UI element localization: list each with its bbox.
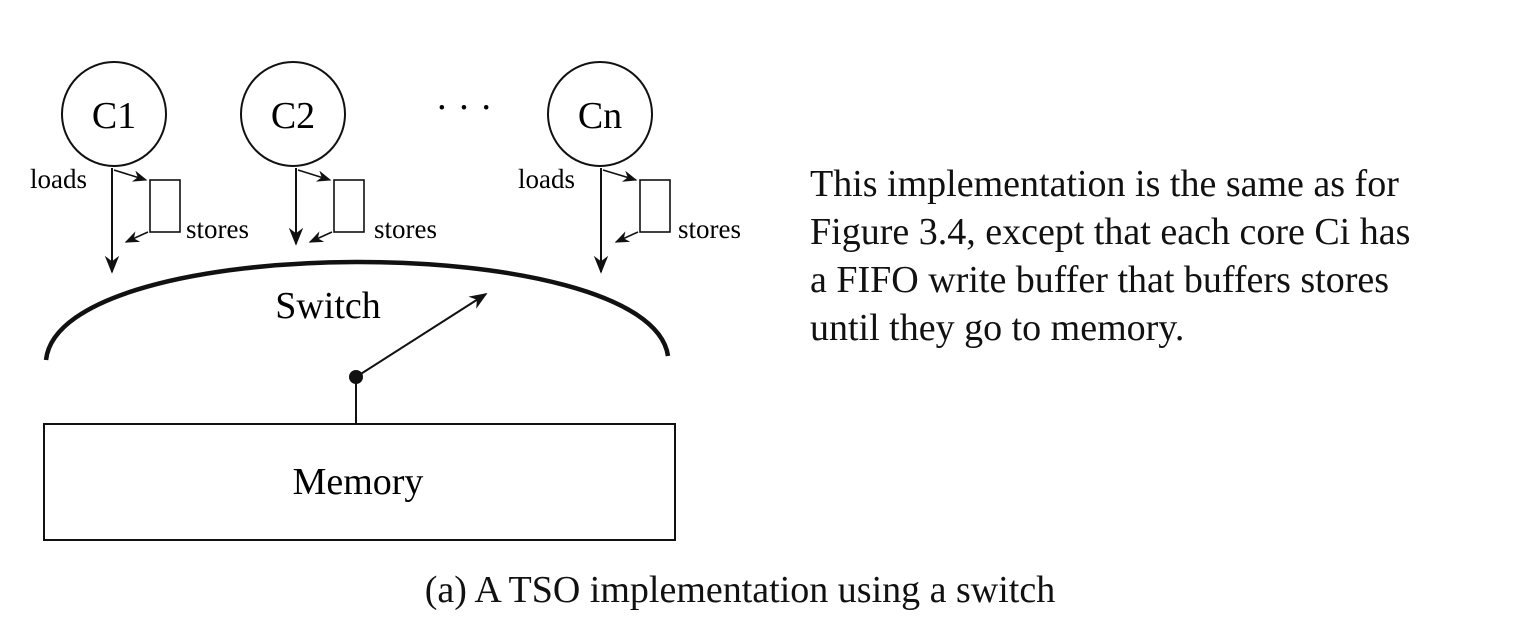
description-line: a FIFO write buffer that buffers stores [810,259,1390,301]
c2-store-out-arrow [308,231,333,243]
c1-store-in-arrow [113,169,148,182]
description-line: This implementation is the same as for [810,163,1399,205]
core-c1-label: C1 [92,95,136,137]
description-line: until they go to memory. [810,307,1185,349]
figure-description: This implementation is the same as for F… [810,160,1490,352]
cn-stores-label: stores [678,214,741,244]
cn-write-buffer [639,179,671,233]
cn-loads-label: loads [518,164,575,194]
figure-caption: (a) A TSO implementation using a switch [424,569,1056,611]
switch-pointer [349,293,488,424]
memory-box [43,423,676,541]
c1-loads-label: loads [30,164,87,194]
c1-stores-label: stores [186,214,249,244]
description-line: Figure 3.4, except that each core Ci has [810,211,1411,253]
core-c1-buffers: loads stores [30,164,249,274]
cn-store-out-arrow [614,231,639,243]
memory-label: Memory [293,461,424,503]
cores-ellipsis: · · · [436,87,493,129]
switch-label: Switch [275,285,381,327]
core-c2-label: C2 [271,95,315,137]
core-c1: C1 [61,61,167,167]
core-c2: C2 [240,61,346,167]
c1-write-buffer [149,179,181,233]
c2-store-in-arrow [297,169,332,182]
c2-write-buffer [333,179,365,233]
switch-arc [43,259,671,361]
core-c2-buffers: stores [288,168,437,246]
core-cn: Cn [547,61,653,167]
c1-store-out-arrow [124,231,149,243]
core-cn-label: Cn [578,95,622,137]
core-cn-buffers: loads stores [518,164,741,274]
c2-stores-label: stores [374,214,437,244]
cn-store-in-arrow [602,169,638,182]
